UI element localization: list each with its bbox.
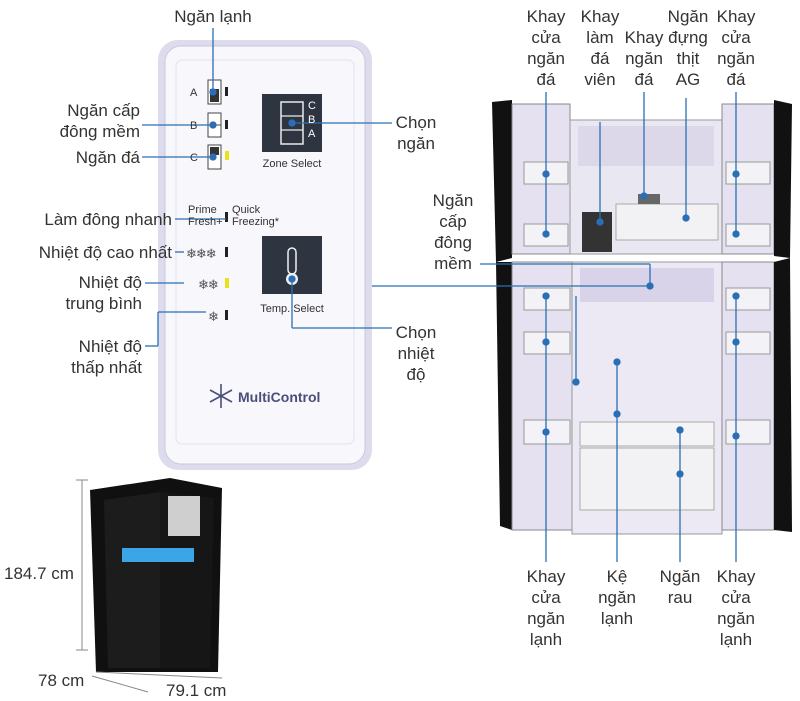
zone-c-label: C xyxy=(190,152,198,164)
dimension-height: 184.7 cm xyxy=(4,564,74,583)
label-khay-ngan-da: Khay ngăn đá xyxy=(624,28,664,89)
temp-low-icon: ❄ xyxy=(208,309,219,324)
snowflake-logo-icon xyxy=(209,384,233,408)
zone-b-label: B xyxy=(190,120,198,132)
temp-high-indicator xyxy=(225,247,228,257)
label-ngan-dung-thit-ag: Ngăn đựng thịt AG xyxy=(667,7,709,89)
label-nhiet-do-trung-binh: Nhiệt độ trung bình xyxy=(65,273,142,313)
dimension-lines xyxy=(76,479,223,693)
zone-select-b-mark: B xyxy=(308,114,316,126)
zone-select-c-mark: C xyxy=(308,100,316,112)
prime-fresh-label: Prime Fresh+ xyxy=(188,204,223,228)
label-ngan-da: Ngăn đá xyxy=(75,148,140,167)
label-nhiet-do-thap-nhat: Nhiệt độ thấp nhất xyxy=(71,337,142,377)
multicontrol-brand: MultiControl xyxy=(238,389,321,405)
label-lam-dong-nhanh: Làm đông nhanh xyxy=(44,210,172,229)
label-ngan-lanh: Ngăn lạnh xyxy=(174,7,252,26)
zone-select-caption: Zone Select xyxy=(262,158,322,170)
quick-freezing-label: Quick Freezing* xyxy=(232,204,280,228)
fridge-open-illustration xyxy=(492,100,792,535)
label-ke-ngan-lanh: Kệ ngăn lạnh xyxy=(598,567,636,628)
label-ngan-cap-dong-mem-panel: Ngăn cấp đông mềm xyxy=(59,101,140,141)
label-chon-ngan: Chọn ngăn xyxy=(395,113,437,153)
temp-mid-indicator xyxy=(225,278,229,288)
control-panel xyxy=(158,40,372,470)
label-chon-nhiet-do: Chọn nhiệt độ xyxy=(395,323,437,384)
zone-select-a-mark: A xyxy=(308,128,316,140)
label-ngan-cap-dong-mem-fridge: Ngăn cấp đông mềm xyxy=(432,191,474,273)
zone-a-label: A xyxy=(190,87,198,99)
temp-low-indicator xyxy=(225,310,228,320)
temp-high-icon: ❄❄❄ xyxy=(186,246,217,261)
label-khay-cua-ngan-lanh-left: Khay cửa ngăn lạnh xyxy=(526,567,566,649)
fridge-closed-illustration xyxy=(90,478,222,672)
label-ngan-rau: Ngăn rau xyxy=(659,567,701,607)
label-khay-cua-ngan-da-right: Khay cửa ngăn đá xyxy=(716,7,756,89)
dimension-width: 79.1 cm xyxy=(166,681,227,700)
label-khay-cua-ngan-lanh-right: Khay cửa ngăn lạnh xyxy=(716,567,756,649)
label-khay-cua-ngan-da-left: Khay cửa ngăn đá xyxy=(526,7,566,89)
quick-freezing-indicator xyxy=(225,212,228,222)
dimension-depth: 78 cm xyxy=(38,671,85,690)
label-nhiet-do-cao-nhat: Nhiệt độ cao nhất xyxy=(38,243,172,262)
leader-lines xyxy=(142,28,740,562)
label-khay-lam-da-vien: Khay làm đá viên xyxy=(580,7,620,89)
temp-mid-icon: ❄❄ xyxy=(198,277,219,292)
temp-select-caption: Temp. Select xyxy=(260,303,324,315)
